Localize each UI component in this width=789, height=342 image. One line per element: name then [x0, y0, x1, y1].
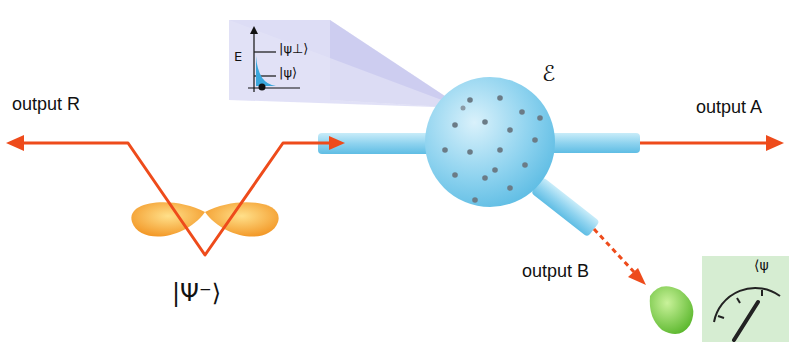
meter-needle [734, 302, 758, 340]
state-ket: |Ψ⁻⟩ [172, 280, 221, 306]
population-fill [256, 56, 276, 86]
impurity-dot [507, 127, 513, 133]
impurity-dot [519, 109, 525, 115]
axis-label: E [234, 50, 242, 64]
impurity-dot [472, 197, 478, 203]
impurity-dot [442, 147, 448, 153]
impurity-dot [467, 149, 473, 155]
baseline [248, 87, 300, 88]
output-label: output B [522, 262, 589, 282]
output-b-line [594, 229, 634, 272]
output-b-tube [531, 177, 600, 237]
impurity-dots [442, 95, 543, 203]
impurity-dot [452, 122, 458, 128]
inset-box [229, 20, 330, 100]
input-tube [318, 133, 443, 154]
impurity-dot [492, 167, 498, 173]
impurity-dot [497, 147, 503, 153]
zoom-cone [330, 20, 463, 108]
meter-panel [702, 256, 789, 342]
output-label: output A [696, 98, 762, 118]
zoom-cone [229, 20, 463, 108]
level-ket: |ψ⟩ [279, 66, 297, 80]
impurity-dot [452, 172, 458, 178]
impurity-dot [537, 115, 543, 121]
arrow-head [6, 135, 24, 151]
impurity-dot [522, 162, 528, 168]
arrow-head [628, 268, 646, 285]
zoom-dot [461, 106, 466, 111]
arrow-head [766, 135, 784, 151]
environment-sphere [425, 77, 555, 207]
meter-label: ⟨ψ [754, 258, 769, 273]
state-dot [259, 84, 266, 91]
output-a-line [640, 142, 768, 145]
axis-head [250, 26, 258, 34]
detector [650, 286, 694, 334]
impurity-dot [507, 185, 513, 191]
emission-lobe [131, 202, 205, 236]
impurity-dot [497, 95, 503, 101]
channel-symbol: ℰ [542, 62, 555, 86]
photon-path [22, 143, 333, 255]
output-label: output R [12, 95, 80, 115]
impurity-dot [467, 97, 473, 103]
arrow-head [329, 136, 345, 150]
level-perp [254, 51, 276, 52]
energy-axis [253, 30, 254, 92]
emission-lobe [205, 202, 279, 236]
impurity-dot [482, 175, 488, 181]
level-ket: |ψ⊥⟩ [279, 42, 308, 56]
impurity-dot [482, 119, 488, 125]
impurity-dot [532, 137, 538, 143]
